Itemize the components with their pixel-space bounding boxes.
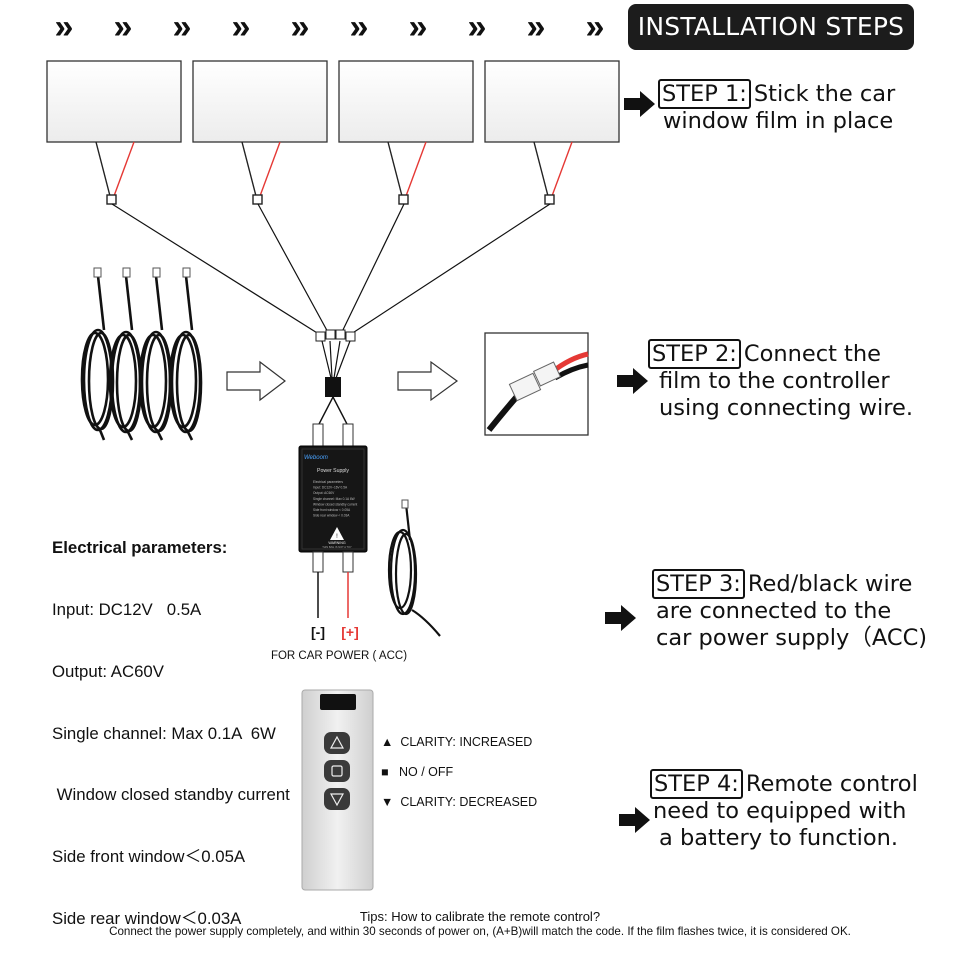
coiled-cables (80, 267, 203, 441)
legend-increase-text: CLARITY: INCREASED (400, 735, 533, 749)
step-4-line-1: Remote control (745, 771, 918, 797)
square-icon: ■ (381, 765, 389, 779)
power-box-spec-line: Single channel: Max 0.1A 6W (313, 497, 355, 501)
electrical-parameters: Electrical parameters: Input: DC12V 0.5A… (52, 497, 290, 950)
triangle-up-icon: ▲ (381, 735, 394, 749)
power-box-spec-line: Side front window < 0.05A (313, 508, 351, 512)
triangle-down-icon: ▼ (381, 795, 394, 809)
legend-power: ■ NO / OFF (381, 765, 453, 779)
step-2-line-3: using connecting wire. (659, 395, 913, 421)
legend-increase: ▲ CLARITY: INCREASED (381, 735, 532, 749)
step-1-label: STEP 1: (658, 79, 751, 109)
power-box-spec-line: Electrical parameters (313, 480, 343, 484)
step2-arrow (617, 368, 648, 394)
flow-arrow-left (226, 360, 286, 402)
svg-text:!: ! (336, 534, 338, 540)
legend-decrease-text: CLARITY: DECREASED (400, 795, 538, 809)
chevron-icon: » (350, 8, 369, 46)
electrical-heading: Electrical parameters: (52, 538, 228, 558)
car-power-caption: FOR CAR POWER ( ACC) (271, 650, 407, 662)
remote-control (301, 689, 374, 891)
chevron-icon: » (468, 8, 487, 46)
legend-power-text: NO / OFF (398, 765, 454, 779)
step-2-line-1: Connect the (743, 341, 881, 367)
negative-wire-label: [-] (311, 624, 325, 640)
chevron-icon: » (586, 8, 605, 46)
electrical-line: Input: DC12V 0.5A (52, 599, 202, 619)
step-4-line-3: a battery to function. (659, 825, 899, 851)
page-title: INSTALLATION STEPS (628, 4, 914, 50)
electrical-line: Side rear window＜0.03A (52, 908, 242, 928)
tips-body: Connect the power supply completely, and… (109, 925, 851, 938)
step-1: STEP 1:Stick the car window film in plac… (658, 79, 896, 135)
electrical-line: Window closed standby current (52, 785, 290, 805)
step-3-line-3: car power supply（ACC) (656, 625, 928, 651)
power-box-spec-line: Window closed standby current (313, 502, 357, 506)
power-supply-box: Weboom Power Supply Electrical parameter… (298, 445, 368, 553)
step-4-label: STEP 4: (650, 769, 743, 799)
chevron-icon: » (114, 8, 133, 46)
chevron-icon: » (527, 8, 546, 46)
step-4: STEP 4:Remote control need to equipped w… (650, 769, 918, 852)
film-panel-3 (338, 60, 474, 143)
chevron-icon: » (291, 8, 310, 46)
electrical-line: Side front window＜0.05A (52, 847, 246, 867)
step-2-label: STEP 2: (648, 339, 741, 369)
fan-wires (111, 203, 551, 337)
film-panel-4 (484, 60, 620, 143)
chevron-icon: » (173, 8, 192, 46)
power-box-spec-line: Side rear window < 0.03A (313, 514, 350, 518)
power-box-title: Power Supply (317, 468, 349, 474)
film-panel-2 (192, 60, 328, 143)
output-wires (312, 551, 354, 618)
remote-button-down (324, 788, 350, 810)
power-lead-coil (387, 499, 441, 637)
electrical-line: Single channel: Max 0.1A 6W (52, 723, 276, 743)
chevron-row: » » » » » » » » » » (55, 8, 605, 46)
step3-arrow (605, 605, 636, 631)
connector-detail-image (484, 332, 589, 436)
step4-arrow (619, 807, 650, 833)
step-2: STEP 2:Connect the film to the controlle… (648, 339, 913, 422)
chevron-icon: » (55, 8, 74, 46)
remote-button-power (324, 760, 350, 782)
step-2-line-2: film to the controller (659, 368, 890, 394)
chevron-icon: » (409, 8, 428, 46)
power-box-brand: Weboom (304, 455, 328, 461)
power-box-spec-line: Input: DC12V~16V 0.5A (313, 486, 348, 490)
electrical-line: Output: AC60V (52, 661, 164, 681)
chevron-icon: » (232, 8, 251, 46)
step-3-line-1: Red/black wire (747, 571, 913, 597)
step1-arrow (624, 91, 655, 117)
panel-leads (95, 141, 573, 205)
legend-decrease: ▼ CLARITY: DECREASED (381, 795, 537, 809)
step-4-line-2: need to equipped with (653, 798, 907, 824)
tips-title: Tips: How to calibrate the remote contro… (359, 909, 601, 924)
positive-wire-label: [+] (341, 624, 359, 640)
step-3-label: STEP 3: (652, 569, 745, 599)
step-3-line-2: are connected to the (656, 598, 892, 624)
step-1-line-2: window film in place (663, 108, 894, 134)
power-box-warning: WARNING (328, 541, 345, 545)
flow-arrow-right (397, 360, 459, 402)
step-3: STEP 3:Red/black wire are connected to t… (652, 569, 928, 652)
power-box-warning-note: THIS BAG IS NOT A TOY (322, 545, 352, 549)
remote-button-up (324, 732, 350, 754)
connector-hub (312, 329, 356, 449)
power-box-spec-line: Output: AC60V (313, 491, 335, 495)
film-panel-1 (46, 60, 182, 143)
step-1-line-1: Stick the car (753, 81, 896, 107)
